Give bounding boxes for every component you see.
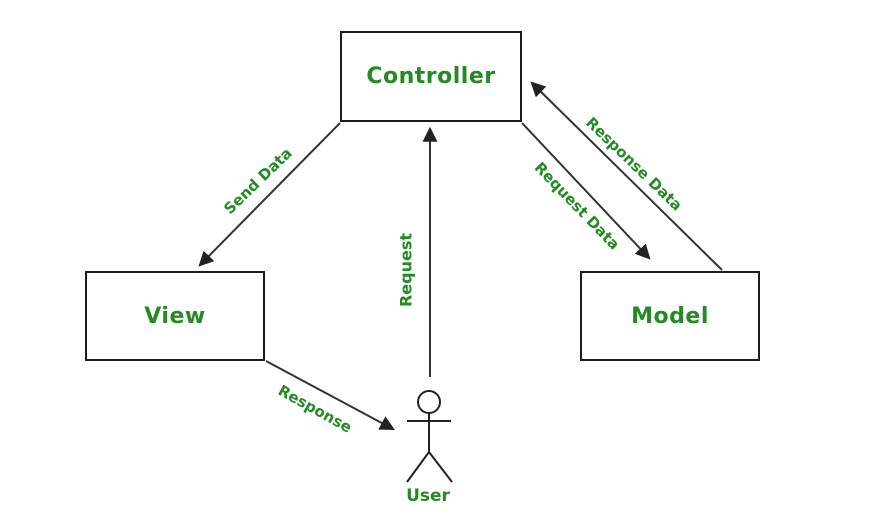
view-box: View <box>85 271 265 361</box>
user-left-leg-icon <box>406 451 430 483</box>
controller-box: Controller <box>340 31 522 122</box>
response-data-arrow <box>530 81 723 271</box>
request-data-arrow <box>521 122 651 260</box>
model-box: Model <box>580 271 760 361</box>
model-label: Model <box>631 303 709 329</box>
request-label: Request <box>396 232 416 308</box>
user-stick-figure-icon <box>406 390 453 483</box>
user-right-leg-icon <box>428 451 453 483</box>
response-arrow <box>265 360 395 431</box>
user-head-icon <box>417 390 441 414</box>
controller-label: Controller <box>366 64 496 89</box>
send-data-arrow <box>198 122 341 267</box>
view-label: View <box>144 303 206 329</box>
user-label: User <box>406 486 450 506</box>
